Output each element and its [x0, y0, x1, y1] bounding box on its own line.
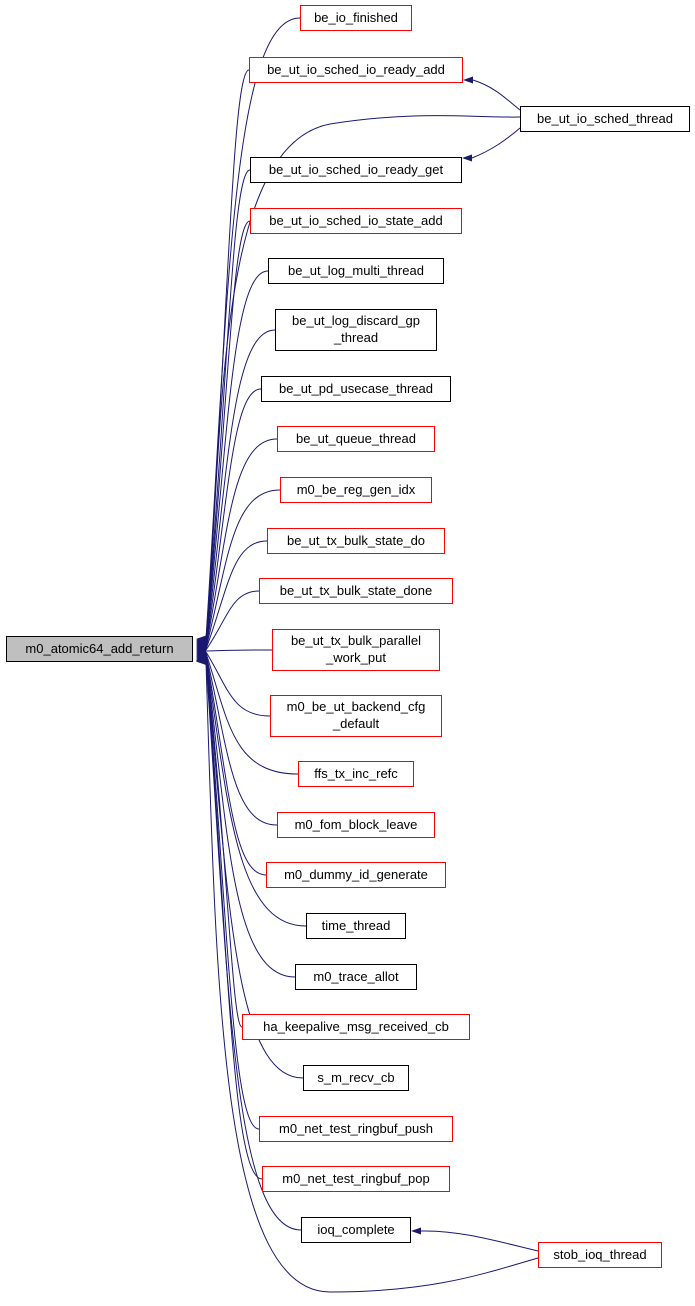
node-m0-fom-block-leave[interactable]: m0_fom_block_leave	[277, 812, 435, 838]
node-ha-keepalive-msg-received-cb[interactable]: ha_keepalive_msg_received_cb	[242, 1014, 470, 1040]
node-be-ut-queue-thread[interactable]: be_ut_queue_thread	[277, 426, 435, 452]
node-be-ut-tx-bulk-state-done[interactable]: be_ut_tx_bulk_state_done	[259, 578, 453, 604]
edge-arrowhead	[462, 154, 472, 162]
graph-edge	[205, 659, 260, 1130]
node-be-ut-tx-bulk-parallel-work-put[interactable]: be_ut_tx_bulk_parallel _work_put	[272, 629, 440, 671]
node-s-m-recv-cb[interactable]: s_m_recv_cb	[303, 1065, 409, 1091]
node-ioq-complete[interactable]: ioq_complete	[301, 1217, 411, 1243]
edge-arrowhead	[463, 76, 473, 84]
graph-edge	[205, 540, 268, 650]
graph-edge	[205, 655, 307, 927]
node-m0-dummy-id-generate[interactable]: m0_dummy_id_generate	[266, 862, 446, 888]
node-be-ut-tx-bulk-state-do[interactable]: be_ut_tx_bulk_state_do	[267, 528, 445, 554]
node-m0-be-ut-backend-cfg-default[interactable]: m0_be_ut_backend_cfg _default	[270, 695, 442, 737]
graph-edge	[205, 169, 251, 643]
graph-edge	[205, 657, 243, 1028]
node-be-ut-io-sched-thread[interactable]: be_ut_io_sched_thread	[520, 106, 690, 132]
node-m0-net-test-ringbuf-pop[interactable]: m0_net_test_ringbuf_pop	[262, 1166, 450, 1192]
graph-edge	[205, 658, 304, 1079]
graph-edge	[472, 79, 521, 111]
node-be-ut-io-sched-io-ready-add[interactable]: be_ut_io_sched_io_ready_add	[249, 57, 463, 83]
graph-edge	[205, 652, 299, 775]
node-m0-trace-allot[interactable]: m0_trace_allot	[295, 964, 417, 990]
graph-edge	[205, 654, 267, 876]
graph-edge	[205, 590, 260, 651]
graph-edge	[205, 220, 251, 644]
node-ffs-tx-inc-refc[interactable]: ffs_tx_inc_refc	[298, 761, 414, 787]
graph-edge	[205, 651, 271, 717]
node-m0-net-test-ringbuf-push[interactable]: m0_net_test_ringbuf_push	[259, 1116, 453, 1142]
graph-edge	[205, 489, 281, 649]
graph-edge	[205, 660, 263, 1180]
graph-edge	[205, 660, 302, 1231]
graph-edge	[205, 329, 276, 646]
graph-edge	[205, 270, 269, 645]
node-be-io-finished[interactable]: be_io_finished	[300, 5, 412, 31]
node-be-ut-pd-usecase-thread[interactable]: be_ut_pd_usecase_thread	[261, 376, 451, 402]
node-m0-be-reg-gen-idx[interactable]: m0_be_reg_gen_idx	[280, 477, 432, 503]
edge-arrowhead	[411, 1227, 421, 1235]
graph-edge	[420, 1230, 539, 1252]
graph-edge	[205, 649, 273, 652]
graph-edge	[205, 653, 278, 826]
graph-edge	[205, 656, 296, 978]
node-time-thread[interactable]: time_thread	[306, 913, 406, 939]
node-be-ut-io-sched-io-state-add[interactable]: be_ut_io_sched_io_state_add	[250, 208, 462, 234]
node-be-ut-log-multi-thread[interactable]: be_ut_log_multi_thread	[268, 258, 444, 284]
graph-edge	[471, 127, 521, 159]
graph-edge	[205, 438, 278, 648]
node-m0-atomic64-add-return: m0_atomic64_add_return	[6, 636, 193, 662]
graph-edge	[205, 661, 539, 1293]
node-stob-ioq-thread[interactable]: stob_ioq_thread	[538, 1242, 662, 1268]
edge-arrowhead	[196, 658, 206, 665]
node-be-ut-log-discard-gp-thread[interactable]: be_ut_log_discard_gp _thread	[275, 309, 437, 351]
graph-edge	[205, 388, 262, 647]
graph-edge	[205, 17, 301, 640]
node-be-ut-io-sched-io-ready-get[interactable]: be_ut_io_sched_io_ready_get	[250, 157, 462, 183]
